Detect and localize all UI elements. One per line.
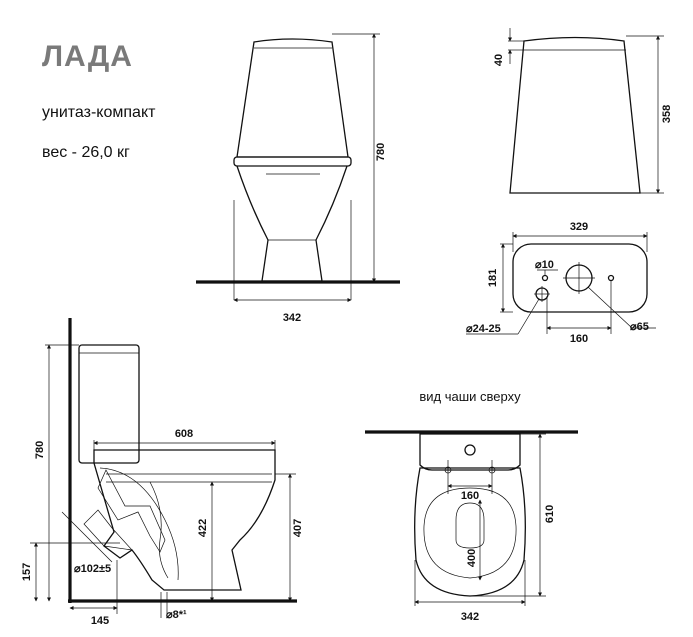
top-view-label: вид чаши сверху	[419, 389, 521, 404]
top-view: вид чаши сверху 160 400 610 342	[365, 389, 578, 623]
tank-view: 40 358	[493, 28, 673, 194]
side-length-label: 608	[175, 428, 193, 440]
product-weight: вес - 26,0 кг	[42, 144, 130, 161]
front-height-label: 780	[375, 143, 387, 161]
tank-holes-view: 329 181 ⌀10 ⌀24-25 160 ⌀65	[466, 221, 656, 345]
side-rim-label: 407	[292, 519, 304, 537]
tank-depth-label: 181	[487, 269, 499, 287]
top-drain	[455, 502, 485, 549]
outlet-diam-label: ⌀102±5	[74, 563, 111, 575]
front-tank	[236, 38, 349, 158]
front-seat	[233, 156, 352, 167]
top-bowl	[414, 467, 526, 597]
product-subtitle: унитаз-компакт	[42, 104, 156, 121]
tank-width-label: 329	[570, 221, 588, 233]
small-hole-label: ⌀10	[535, 259, 554, 271]
tank-top-label: 40	[493, 54, 505, 66]
front-view: 780 342	[196, 33, 400, 324]
tank-height-label: 358	[661, 105, 673, 123]
side-view: 780 608 422 407 157 ⌀102±5 145 ⌀8*¹	[21, 318, 304, 627]
outlet-offset-label: 145	[91, 615, 109, 627]
top-tank	[419, 433, 521, 471]
side-inner-label: 422	[197, 519, 209, 537]
side-height-label: 780	[34, 441, 46, 459]
product-title: ЛАДА	[42, 40, 133, 73]
tank-outline	[512, 243, 648, 313]
top-width-label: 342	[461, 611, 479, 623]
top-length-label: 610	[544, 505, 556, 523]
front-width-label: 342	[283, 312, 301, 324]
side-tank	[78, 344, 140, 464]
front-bowl	[236, 165, 348, 282]
top-seat-label: 400	[466, 549, 478, 567]
inlet-label: ⌀24-25	[466, 323, 501, 335]
small-hole	[541, 274, 549, 282]
outlet-height-label: 157	[21, 563, 33, 581]
tank-body	[509, 36, 641, 194]
hole-spacing-label: 160	[570, 333, 588, 345]
button-hole-label: ⌀65	[630, 321, 649, 333]
top-holes-label: 160	[461, 490, 479, 502]
top-seat	[423, 487, 517, 579]
side-bowl	[93, 449, 276, 591]
mount-hole-label: ⌀8*¹	[166, 609, 187, 621]
